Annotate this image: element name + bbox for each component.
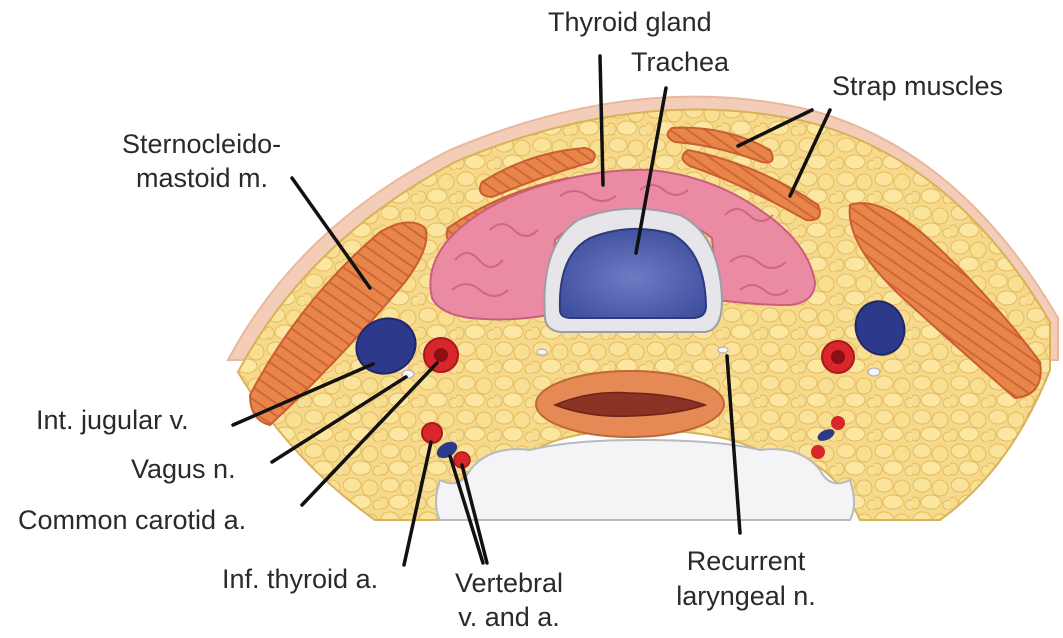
trachea-lumen: [560, 229, 706, 318]
label-vertebral-line1: Vertebral: [434, 567, 584, 599]
label-inferior-thyroid-artery: Inf. thyroid a.: [222, 563, 378, 595]
label-sternocleidomastoid-line1: Sternocleido-: [122, 128, 281, 160]
label-vertebral-line2: v. and a.: [434, 601, 584, 633]
vagus-nerve-right: [868, 368, 880, 376]
label-sternocleidomastoid-line2: mastoid m.: [136, 162, 268, 194]
recurrent-laryngeal-nerve-left: [537, 349, 547, 355]
label-recurrent-line2: laryngeal n.: [656, 580, 836, 612]
label-recurrent-line1: Recurrent: [656, 545, 836, 577]
vertebral-body: [436, 440, 854, 520]
inferior-thyroid-artery-left: [422, 423, 442, 443]
vertebral-artery-right: [811, 445, 825, 459]
label-strap-muscles: Strap muscles: [832, 70, 1003, 102]
label-thyroid-gland: Thyroid gland: [548, 6, 698, 38]
label-int-jugular-vein: Int. jugular v.: [36, 404, 189, 436]
inferior-thyroid-artery-right: [831, 416, 845, 430]
common-carotid-artery-right-lumen: [831, 350, 845, 364]
common-carotid-artery-left-lumen: [434, 348, 448, 362]
label-trachea: Trachea: [620, 46, 740, 78]
label-vagus-nerve: Vagus n.: [131, 453, 236, 485]
recurrent-laryngeal-nerve-right: [718, 347, 728, 353]
label-common-carotid-artery: Common carotid a.: [18, 504, 246, 536]
